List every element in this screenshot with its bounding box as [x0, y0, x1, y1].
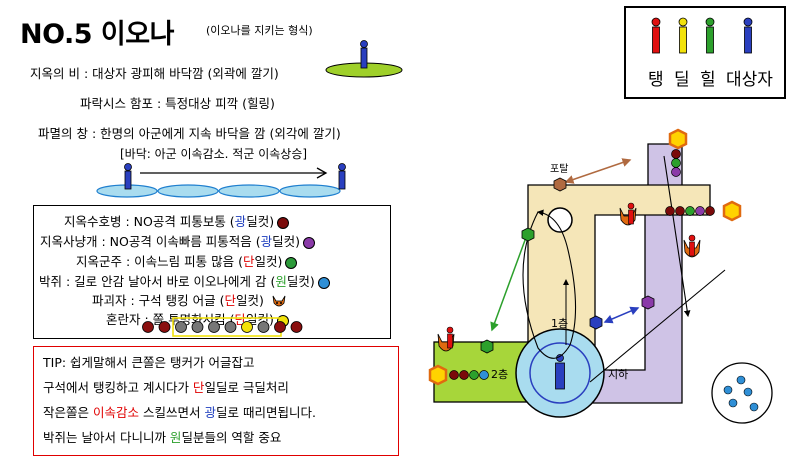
role-legend: 탱 딜 힐 대상자	[624, 6, 786, 99]
target-figure-start-icon	[124, 163, 132, 190]
legend-label-dealer: 딜	[674, 70, 690, 90]
green-hex-top-icon	[521, 227, 535, 242]
target-figure-icon	[743, 17, 753, 54]
tank-figure-icon	[627, 202, 635, 225]
route-right-arrow	[663, 155, 691, 318]
bat-dots	[723, 375, 759, 412]
center-inner-ring	[529, 342, 591, 404]
spawn-dots-left	[449, 370, 489, 380]
floor-trail-illustration	[96, 163, 346, 198]
spawn-dots-top	[671, 149, 681, 177]
sequence-dot	[257, 321, 270, 333]
sequence-dot	[241, 321, 253, 333]
tip-box: TIP: 쉽게말해서 큰쫄은 탱커가 어글잡고 구석에서 탱킹하고 계시다가 단…	[33, 346, 399, 456]
legend-label-target: 대상자	[726, 70, 773, 90]
page-subtitle: (이오나를 지키는 형식)	[206, 24, 313, 37]
blue-link-arrow	[603, 306, 640, 324]
tip-line-1: TIP: 쉽게말해서 큰쫄은 탱커가 어글잡고	[43, 355, 255, 370]
skill-spear: 파멸의 창 : 한명의 아군에게 지속 바닥을 깜 (외각에 깔기)	[38, 126, 341, 141]
monster-line-hound: 지옥사냥개 : NO공격 이속빠름 피통적음 (광딜컷)	[40, 231, 316, 250]
dealer-figure-icon	[678, 17, 688, 54]
sequence-dot	[290, 321, 303, 333]
basement-label: 지하	[608, 367, 628, 381]
monster-line-destroyer: 파괴자 : 구석 탱킹 어글 (단일컷)	[92, 290, 287, 309]
tip-line-2: 구석에서 탱킹하고 계시다가 단일딜로 극딜처리	[43, 380, 289, 395]
monster-line-lord: 지옥군주 : 이속느림 피통 많음 (단일컷)	[76, 251, 298, 270]
healer-figure-icon	[705, 17, 715, 54]
portal-label: 포탈	[550, 162, 568, 175]
tank-figure-icon	[651, 17, 661, 54]
sequence-dot	[142, 321, 154, 333]
tip-line-3: 작은쫄은 이속감소 스킬쓰면서 광딜로 때리면됩니다.	[43, 405, 316, 420]
spawn-hex-left-icon	[428, 364, 448, 386]
guard-dot-icon	[277, 216, 290, 229]
floor-note: [바닥: 아군 이속감소. 적군 이속상승]	[120, 147, 308, 161]
sequence-dot	[175, 321, 187, 333]
sequence-dot	[208, 321, 220, 333]
hound-dot-icon	[303, 236, 316, 249]
skill-rain: 지옥의 비 : 대상자 광피해 바닥깜 (외곽에 깔기)	[30, 66, 279, 81]
route-diagonal-line	[589, 269, 726, 383]
spawn-hex-top-icon	[668, 128, 688, 150]
sequence-dot	[158, 321, 171, 333]
sequence-dot	[274, 321, 286, 333]
spawn-sequence	[142, 317, 303, 337]
rain-spot-illustration	[325, 40, 403, 78]
sequence-dot	[224, 321, 237, 333]
spawn-hex-right-icon	[722, 200, 742, 222]
demon-icon	[272, 295, 286, 306]
green-link-arrow	[490, 230, 530, 332]
blue-hex-left-icon	[589, 315, 603, 330]
sequence-dots	[142, 321, 303, 333]
sequence-dot	[191, 321, 204, 333]
skill-barrage: 파락시스 함포 : 특정대상 피깍 (힐링)	[80, 96, 275, 111]
portal-hex-icon	[553, 177, 567, 192]
page-title: NO.5 이오나	[20, 19, 174, 50]
legend-figures	[651, 17, 753, 54]
battle-map: 포탈	[428, 128, 773, 424]
monster-line-confuser: 혼란자 : 쫄 투명화시킴 (단일컷)	[106, 309, 289, 328]
tank-figure-icon	[688, 234, 696, 257]
monster-line-guard: 지옥수호병 : NO공격 피통보통 (광딜컷)	[64, 211, 290, 230]
target-figure-icon	[360, 40, 368, 69]
portal-link-arrow	[564, 158, 632, 184]
bat-group-circle	[711, 362, 773, 424]
legend-label-healer: 힐	[700, 70, 716, 90]
lord-dot-icon	[285, 256, 298, 269]
bat-dot-icon	[317, 276, 330, 289]
monster-line-bat: 박쥐 : 길로 안감 날아서 바로 이오나에게 감 (원딜컷)	[39, 271, 330, 290]
floor-1-label: 1층	[551, 317, 568, 330]
legend-label-tank: 탱	[648, 70, 664, 90]
green-hex-bottom-icon	[480, 339, 494, 354]
floor-2-label: 2층	[491, 368, 508, 381]
iona-figure-icon	[555, 354, 565, 390]
portal-hole	[547, 207, 573, 233]
target-figure-end-icon	[338, 163, 346, 190]
tank-figure-icon	[446, 326, 454, 349]
tip-line-4: 박쥐는 날아서 다니니까 원딜분들의 역할 중요	[43, 430, 282, 445]
monster-info-box: 지옥수호병 : NO공격 피통보통 (광딜컷) 지옥사냥개 : NO공격 이속빠…	[33, 205, 391, 339]
floor-oval-row	[96, 184, 341, 198]
move-arrow-head	[316, 167, 328, 179]
purple-hex-right-icon	[641, 295, 655, 310]
spawn-dots-right	[665, 206, 715, 216]
